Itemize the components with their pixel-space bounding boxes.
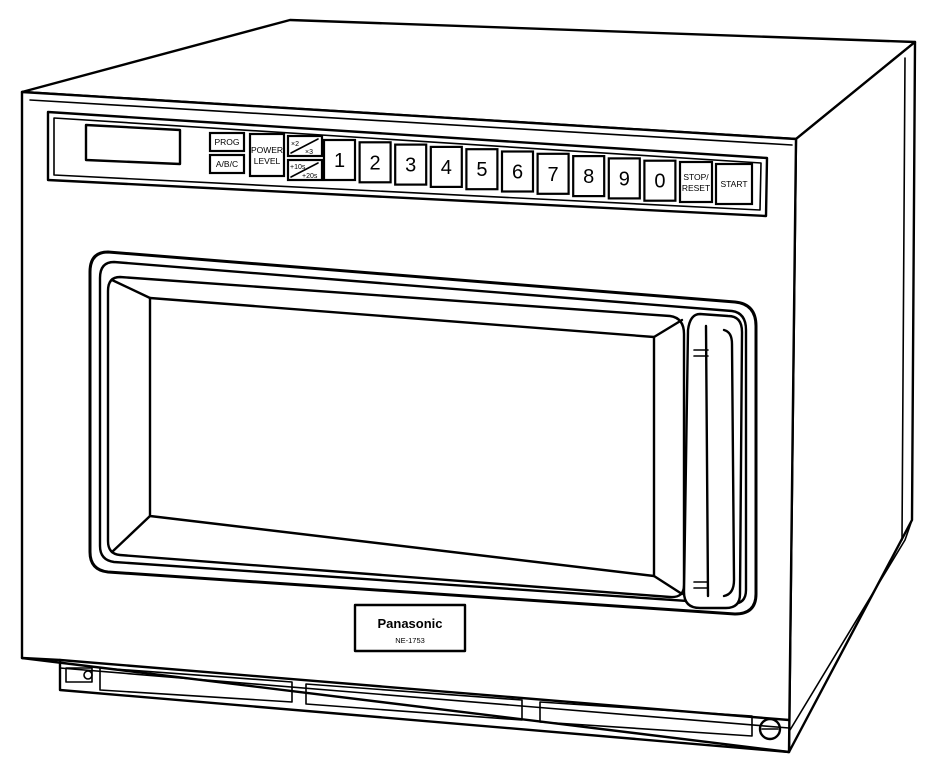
display-window [84, 123, 182, 166]
left-latch [65, 667, 93, 683]
digit-key-label: 5 [476, 159, 487, 181]
digit-key-0[interactable]: 0 [643, 159, 677, 202]
control-panel: PROG A/B/C POWER LEVEL ×2 ×3 +10s +20s 1… [46, 110, 769, 218]
door-outer-frame [88, 250, 758, 616]
door-handle[interactable] [682, 312, 744, 610]
prog-button-label: PROG [214, 137, 239, 147]
nameplate: Panasonic NE-1753 [353, 603, 467, 653]
digit-key-7[interactable]: 7 [536, 152, 570, 195]
number-keypad: 1 2 3 4 5 6 7 8 9 0 [322, 138, 677, 202]
start-button[interactable]: START [714, 162, 754, 206]
digit-key-6[interactable]: 6 [500, 150, 535, 193]
digit-key-label: 2 [370, 152, 381, 174]
digit-key-3[interactable]: 3 [394, 143, 428, 186]
digit-key-2[interactable]: 2 [358, 141, 392, 184]
stop-reset-button[interactable]: STOP/ RESET [678, 160, 714, 204]
control-panel-inner [53, 117, 762, 211]
multiplier-top-mark: ×2 [291, 141, 299, 148]
multiplier-label: ×3 [305, 149, 313, 156]
digit-key-8[interactable]: 8 [572, 155, 606, 198]
digit-key-label: 3 [405, 155, 416, 177]
brand-logo-text: Panasonic [377, 616, 442, 631]
digit-key-label: 8 [583, 166, 594, 188]
digit-key-5[interactable]: 5 [465, 148, 499, 191]
power-level-button[interactable]: POWER LEVEL [248, 132, 286, 178]
foot-screw-icon [758, 717, 782, 741]
power-level-label-line2: LEVEL [254, 156, 281, 166]
increment-top-label: +10s [290, 164, 306, 171]
model-number: NE-1753 [395, 636, 425, 645]
nameplate-frame [353, 603, 467, 653]
digit-key-label: 1 [334, 150, 345, 172]
start-button-label: START [720, 179, 747, 189]
prog-button[interactable]: PROG [208, 131, 246, 153]
digit-key-label: 6 [512, 162, 523, 184]
base-trim [20, 656, 791, 754]
increment-bottom-label: +20s [302, 173, 318, 180]
digit-key-1[interactable]: 1 [322, 138, 357, 182]
stop-reset-label-line2: RESET [682, 183, 710, 193]
digit-key-label: 4 [441, 157, 452, 179]
digit-key-9[interactable]: 9 [607, 157, 641, 200]
digit-key-label: 0 [654, 171, 665, 193]
abc-button[interactable]: A/B/C [208, 153, 246, 175]
multiplier-button[interactable]: ×2 ×3 [286, 134, 324, 158]
cabinet-right-side [787, 40, 917, 754]
digit-key-label: 9 [619, 168, 630, 190]
digit-key-4[interactable]: 4 [429, 145, 463, 188]
digit-key-label: 7 [548, 164, 559, 186]
stop-reset-label-line1: STOP/ [683, 172, 709, 182]
base-vent-panels [99, 667, 753, 737]
time-increment-button[interactable]: +10s +20s [286, 158, 324, 182]
abc-button-label: A/B/C [216, 159, 238, 169]
power-level-label-line1: POWER [251, 145, 283, 155]
oven-door[interactable] [88, 250, 758, 616]
